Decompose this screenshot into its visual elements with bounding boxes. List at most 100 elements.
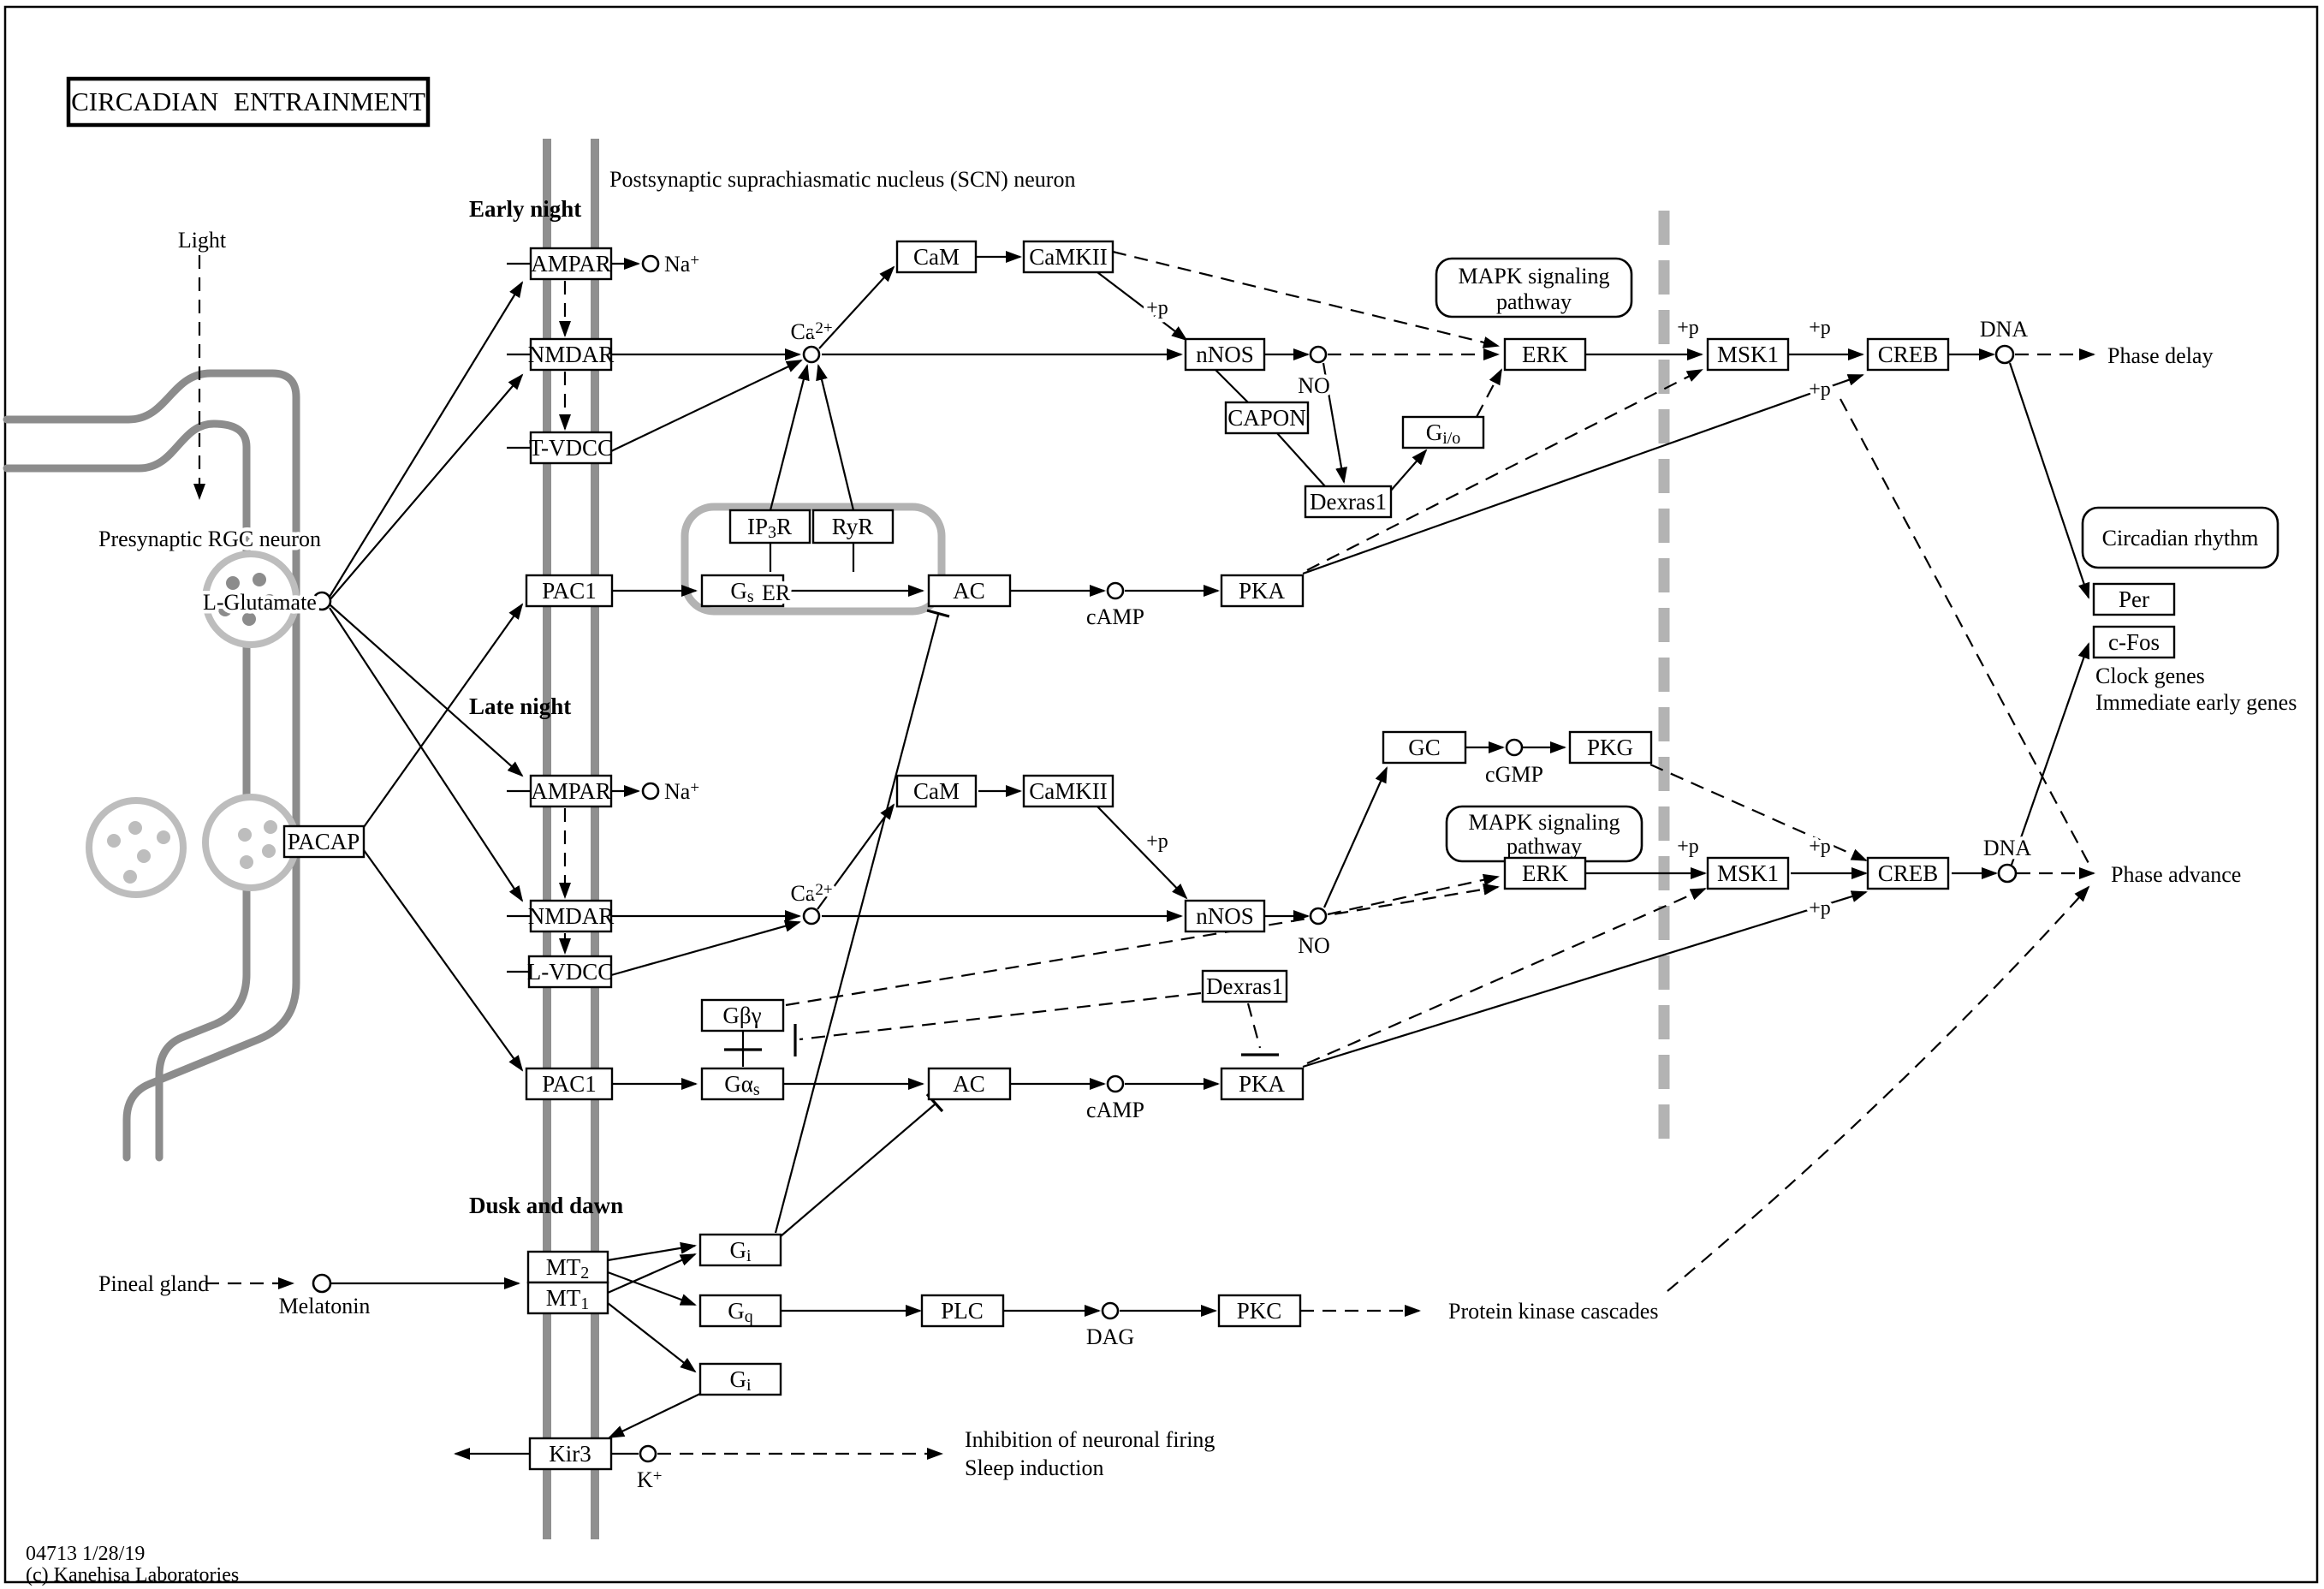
presynaptic-neuron-label: Presynaptic RGC neuron (98, 527, 321, 551)
node-label: CaMKII (1029, 244, 1107, 270)
node-cam-late[interactable]: CaM (895, 774, 978, 808)
map-border (3, 5, 2319, 1584)
cgmp-compound[interactable] (1505, 738, 1524, 757)
early-night-label: Early night (469, 196, 581, 222)
node-label: Gi (729, 1237, 752, 1265)
node-dexras1-early[interactable]: Dexras1 (1304, 485, 1393, 519)
node-per[interactable]: Per (2092, 582, 2176, 616)
node-plc[interactable]: PLC (920, 1294, 1005, 1328)
no-compound-late[interactable] (1309, 907, 1328, 925)
node-label: CREB (1878, 860, 1939, 886)
node-nmdar-late[interactable]: NMDAR (528, 899, 615, 933)
ca-ion-late[interactable] (802, 907, 821, 925)
phospho-label-pka-late: +p (1809, 897, 1831, 919)
node-gc[interactable]: GC (1382, 730, 1467, 765)
dna-node-early[interactable] (1994, 344, 2015, 365)
ca-label-early: Ca2+ (790, 319, 832, 344)
node-ac-early[interactable]: AC (927, 574, 1012, 608)
light-label: Light (178, 228, 227, 253)
melatonin-compound[interactable] (312, 1273, 332, 1294)
node-creb-late[interactable]: CREB (1866, 856, 1950, 890)
node-pac1-early[interactable]: PAC1 (525, 574, 614, 608)
edges-early-night (329, 250, 2095, 601)
pathway-box-mapk-late[interactable]: MAPK signaling pathway (1445, 805, 1643, 863)
node-label: nNOS (1196, 342, 1254, 367)
node-mt1[interactable]: MT1 (526, 1281, 609, 1315)
node-gas[interactable]: Gαs (700, 1067, 785, 1101)
node-pac1-late[interactable]: PAC1 (525, 1067, 614, 1101)
node-label: PKC (1237, 1298, 1282, 1324)
node-gbg[interactable]: Gβγ (700, 998, 785, 1033)
k-ion[interactable] (639, 1444, 657, 1463)
node-gi-lower[interactable]: Gi (698, 1362, 782, 1396)
node-erk-late[interactable]: ERK (1503, 856, 1587, 890)
node-kir3[interactable]: Kir3 (528, 1437, 613, 1471)
node-cam-early[interactable]: CaM (895, 240, 978, 274)
ca-label-late: Ca2+ (790, 881, 832, 906)
phospho-label-msk1-late: +p (1809, 836, 1831, 858)
na-ion-late[interactable] (641, 782, 660, 800)
node-nnos-early[interactable]: nNOS (1184, 337, 1266, 372)
ca-ion-early[interactable] (802, 345, 821, 364)
edges-dusk-dawn (205, 885, 2090, 1460)
phospho-label-erk-early: +p (1677, 317, 1699, 339)
node-nmdar-early[interactable]: NMDAR (528, 337, 615, 372)
node-camkii-early[interactable]: CaMKII (1022, 240, 1114, 274)
phospho-label-camkii-early: +p (1146, 297, 1168, 319)
node-pacap[interactable]: PACAP (282, 824, 366, 859)
glutamate-compound[interactable] (312, 591, 332, 611)
node-pka-late[interactable]: PKA (1220, 1067, 1305, 1101)
node-label: Dexras1 (1310, 489, 1387, 515)
dag-label: DAG (1086, 1324, 1134, 1349)
camp-compound-late[interactable] (1106, 1074, 1125, 1093)
camp-compound-early[interactable] (1106, 581, 1125, 600)
dag-compound[interactable] (1101, 1301, 1120, 1320)
node-gs[interactable]: Gs (700, 574, 785, 608)
scn-neuron-label: Postsynaptic suprachiasmatic nucleus (SC… (609, 167, 1075, 192)
synaptic-vesicle-left (86, 797, 187, 898)
pathway-box-label: Circadian rhythm (2102, 526, 2259, 550)
no-compound-early[interactable] (1309, 345, 1328, 364)
node-creb-early[interactable]: CREB (1866, 337, 1950, 372)
node-pka-early[interactable]: PKA (1220, 574, 1305, 608)
node-label: Gαs (724, 1071, 760, 1099)
node-tvdcc[interactable]: T-VDCC (529, 431, 613, 465)
node-gi-upper[interactable]: Gi (698, 1233, 782, 1267)
node-ac-late[interactable]: AC (927, 1067, 1012, 1101)
node-label: CaMKII (1029, 778, 1107, 804)
node-label: MSK1 (1717, 342, 1779, 367)
node-ip3r[interactable]: IP3R (728, 509, 811, 545)
node-ampar-early[interactable]: AMPAR (529, 247, 613, 281)
camp-label-early: cAMP (1086, 604, 1144, 629)
node-nnos-late[interactable]: nNOS (1184, 899, 1266, 933)
node-msk1-late[interactable]: MSK1 (1706, 856, 1790, 890)
na-ion-early[interactable] (641, 254, 660, 273)
node-camkii-late[interactable]: CaMKII (1022, 774, 1114, 808)
node-cfos[interactable]: c-Fos (2092, 625, 2176, 659)
node-label: Per (2119, 586, 2149, 612)
er-compartment (681, 503, 946, 616)
pathway-id-text: 04713 1/28/19 (26, 1543, 145, 1565)
node-dexras1-late[interactable]: Dexras1 (1201, 969, 1288, 1003)
node-erk-early[interactable]: ERK (1503, 337, 1587, 372)
node-label: PACAP (288, 829, 360, 854)
cgmp-label: cGMP (1485, 762, 1543, 787)
node-gq[interactable]: Gq (698, 1294, 782, 1328)
node-mt2[interactable]: MT2 (526, 1250, 609, 1284)
node-label: PKG (1587, 735, 1633, 760)
node-pkc[interactable]: PKC (1217, 1294, 1302, 1328)
node-gio[interactable]: Gi/o (1401, 415, 1485, 449)
node-pkg[interactable]: PKG (1568, 730, 1653, 765)
node-capon[interactable]: CAPON (1224, 401, 1310, 435)
node-ampar-late[interactable]: AMPAR (529, 774, 613, 808)
node-lvdcc[interactable]: L-VDCC (527, 955, 614, 989)
pathway-box-mapk-early[interactable]: MAPK signaling pathway (1435, 257, 1633, 318)
node-label: AC (953, 1071, 985, 1097)
dna-node-late[interactable] (1997, 863, 2018, 884)
node-ryr[interactable]: RyR (811, 509, 895, 545)
node-msk1-early[interactable]: MSK1 (1706, 337, 1790, 372)
node-label: Dexras1 (1206, 973, 1283, 999)
pathway-box-circadian-rhythm[interactable]: Circadian rhythm (2081, 506, 2279, 569)
clock-genes-label: Clock genes (2095, 664, 2205, 688)
